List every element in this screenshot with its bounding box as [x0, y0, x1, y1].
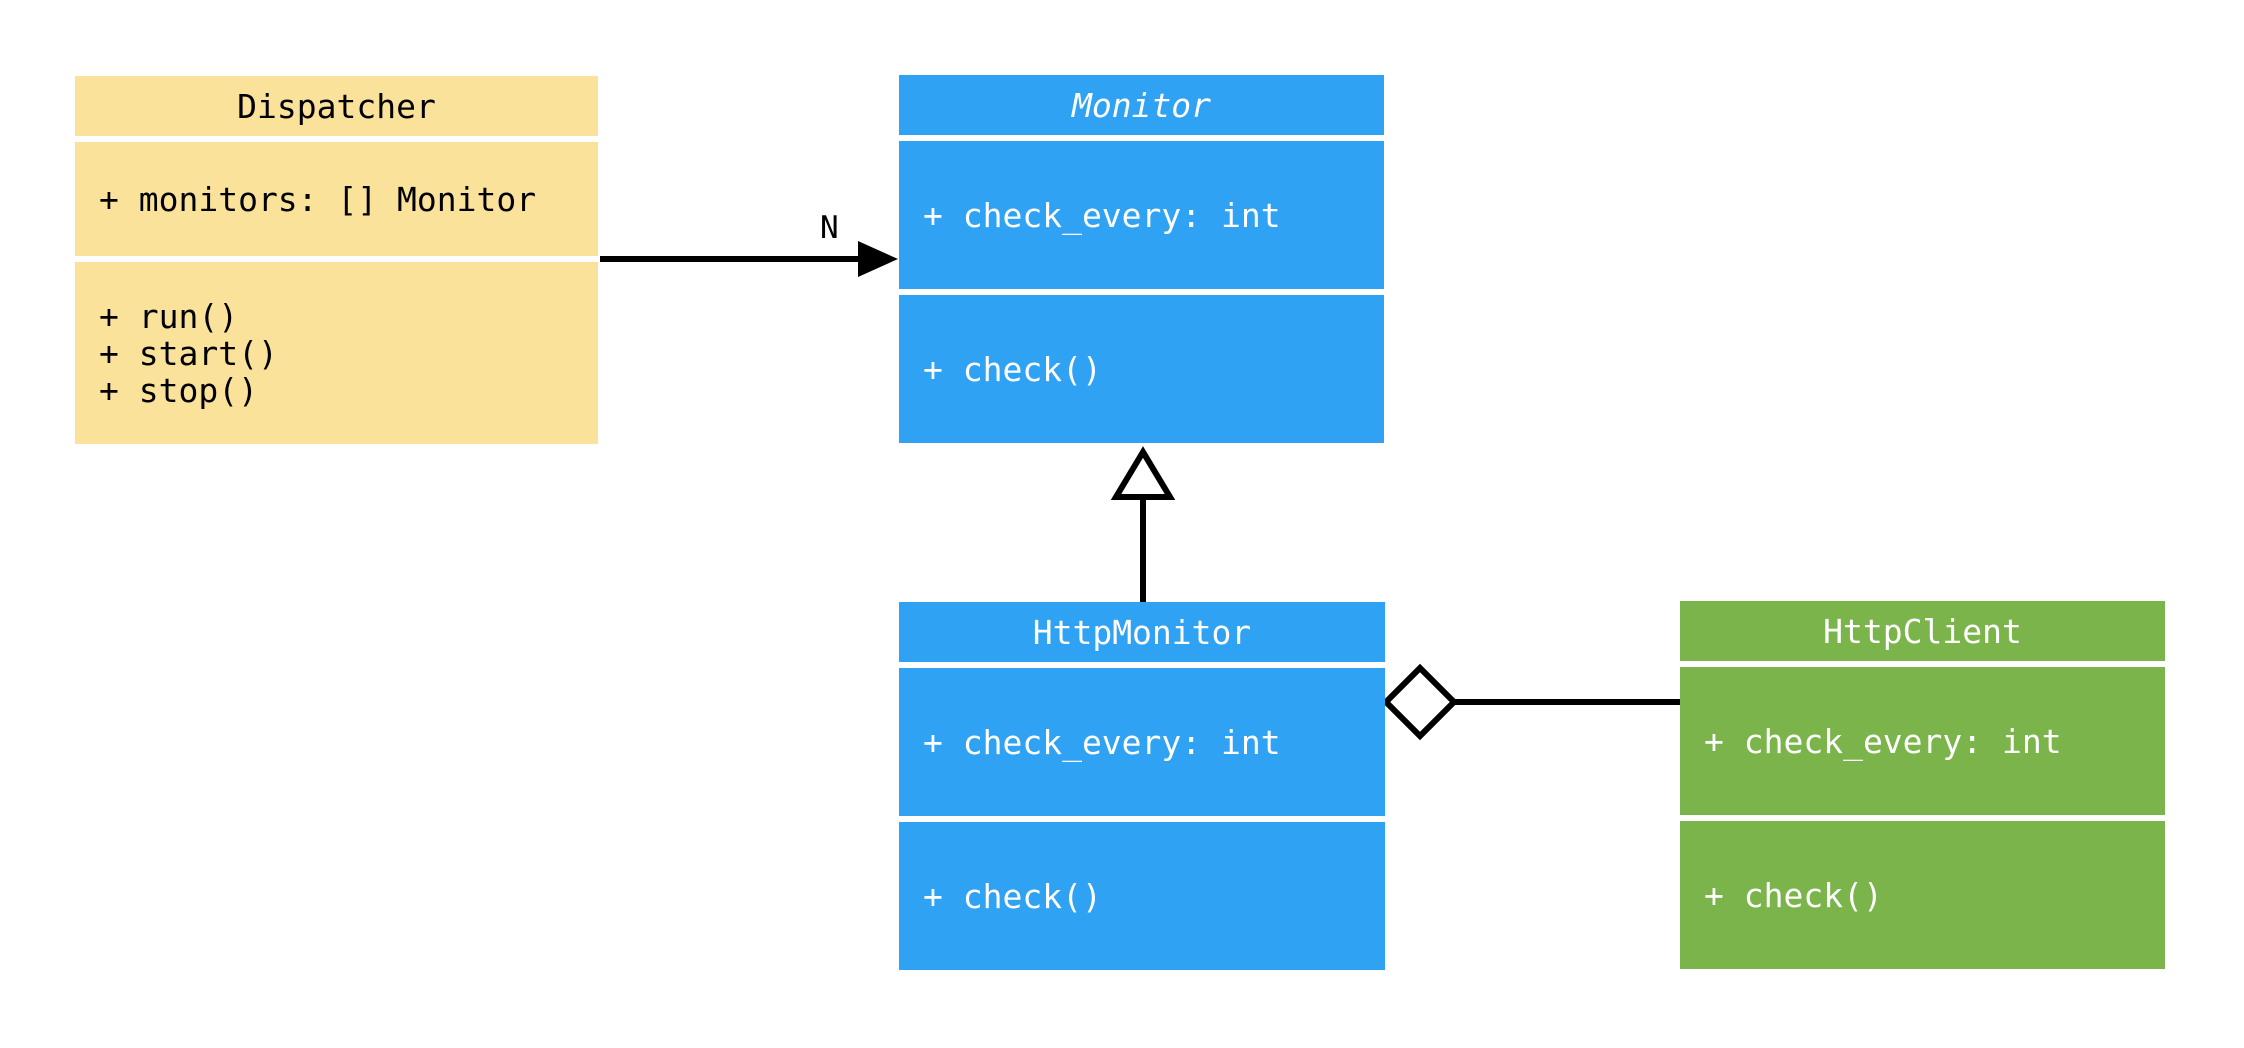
attribute-line: + check_every: int [1704, 721, 2062, 761]
method-line: + run() [99, 296, 239, 336]
class-title-http-client: HttpClient [1680, 601, 2165, 661]
class-box-http-monitor: HttpMonitor + check_every: int + check() [899, 602, 1385, 970]
inheritance-triangle-icon [1110, 446, 1176, 500]
method-line: + start() [99, 333, 278, 373]
method-line: + check() [923, 349, 1102, 389]
method-line: + stop() [99, 370, 258, 410]
class-attributes-http-monitor: + check_every: int [899, 668, 1385, 816]
class-methods-http-client: + check() [1680, 821, 2165, 969]
multiplicity-label: N [820, 210, 839, 246]
attribute-line: + check_every: int [923, 722, 1281, 762]
class-attributes-dispatcher: + monitors: [] Monitor [75, 142, 598, 256]
association-arrowhead-icon [858, 241, 898, 277]
aggregation-diamond-icon [1381, 663, 1459, 741]
class-box-http-client: HttpClient + check_every: int + check() [1680, 601, 2165, 969]
attribute-line: + monitors: [] Monitor [99, 179, 537, 219]
class-title-monitor: Monitor [899, 75, 1384, 135]
class-title-dispatcher: Dispatcher [75, 76, 598, 136]
class-methods-dispatcher: + run() + start() + stop() [75, 262, 598, 444]
class-attributes-http-client: + check_every: int [1680, 667, 2165, 815]
class-box-monitor: Monitor + check_every: int + check() [899, 75, 1384, 443]
class-methods-http-monitor: + check() [899, 822, 1385, 970]
class-box-dispatcher: Dispatcher + monitors: [] Monitor + run(… [75, 76, 598, 444]
attribute-line: + check_every: int [923, 195, 1281, 235]
method-line: + check() [923, 876, 1102, 916]
method-line: + check() [1704, 875, 1883, 915]
class-title-http-monitor: HttpMonitor [899, 602, 1385, 662]
class-methods-monitor: + check() [899, 295, 1384, 443]
class-attributes-monitor: + check_every: int [899, 141, 1384, 289]
